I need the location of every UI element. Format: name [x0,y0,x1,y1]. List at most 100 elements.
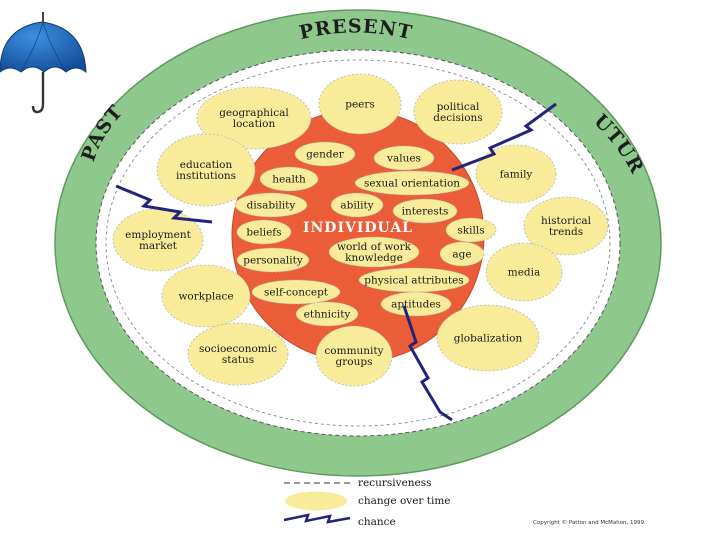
legend: recursiveness change over time chance [283,477,451,528]
values-factor: values [373,145,435,171]
sexual-orientation-label: sexual orientation [364,178,460,190]
media-oval [485,242,563,302]
education-institutions-label: institutions [176,170,236,182]
gender-factor: gender [294,141,356,167]
self-concept-factor: self-concept [251,279,341,305]
historical-trends-oval [523,196,609,256]
media-factor: media [485,242,563,302]
disability-oval [234,192,308,218]
globalization-factor: globalization [436,304,540,372]
socioeconomic-status-label: socioeconomic [199,343,277,355]
health-factor: health [259,166,319,192]
family-oval [475,144,557,204]
age-label: age [452,249,471,261]
education-institutions-oval [156,133,256,207]
interests-oval [392,198,458,224]
ethnicity-factor: ethnicity [295,301,359,327]
interests-factor: interests [392,198,458,224]
legend-chance-swatch [283,513,351,524]
individual-title: INDIVIDUAL [303,220,413,236]
age-factor: age [439,241,485,267]
ability-label: ability [340,200,373,212]
interests-label: interests [402,206,449,218]
recursiveness-ring [105,59,611,427]
personality-oval [236,247,310,273]
values-label: values [386,153,421,165]
globalization-label: globalization [454,333,523,345]
education-institutions-label: education [180,159,233,171]
skills-label: skills [457,225,484,237]
world-of-work-knowledge-oval [328,236,420,268]
community-groups-label: groups [336,356,373,368]
socioeconomic-status-oval [187,322,289,386]
gender-oval [294,141,356,167]
world-of-work-knowledge-label: knowledge [345,252,403,264]
political-decisions-label: political [437,101,480,113]
political-decisions-oval [413,79,503,145]
personality-label: personality [243,255,303,267]
self-concept-label: self-concept [264,287,329,299]
physical-attributes-label: physical attributes [364,275,463,287]
geographical-location-oval [196,86,312,150]
physical-attributes-oval [358,267,470,293]
values-oval [373,145,435,171]
family-factor: family [475,144,557,204]
ethnicity-label: ethnicity [304,309,351,321]
legend-recursiveness-label: recursiveness [358,477,432,489]
skills-factor: skills [445,217,497,243]
skills-oval [445,217,497,243]
ability-factor: ability [330,192,384,218]
world-of-work-knowledge-label: world of work [337,241,412,253]
historical-trends-label: historical [541,215,592,227]
ethnicity-oval [295,301,359,327]
legend-change-label: change over time [358,495,451,507]
beliefs-factor: beliefs [236,219,292,245]
age-oval [439,241,485,267]
health-oval [259,166,319,192]
geographical-location-label: geographical [219,107,289,119]
aptitudes-label: aptitudes [391,299,441,311]
sexual-orientation-factor: sexual orientation [354,170,470,196]
employment-market-label: market [139,240,178,252]
community-groups-oval [315,325,393,387]
legend-change-swatch [285,491,347,511]
peers-oval [318,73,402,135]
family-label: family [500,169,533,181]
health-label: health [272,174,306,186]
workplace-label: workplace [178,291,233,303]
globalization-oval [436,304,540,372]
aptitudes-factor: aptitudes [380,291,452,317]
historical-trends-label: trends [549,226,583,238]
workplace-oval [161,264,251,328]
geographical-location-label: location [233,118,276,130]
beliefs-label: beliefs [246,227,281,239]
self-concept-oval [251,279,341,305]
lightning-bolt-icon [402,305,453,422]
employment-market-label: employment [125,229,191,241]
physical-attributes-factor: physical attributes [358,267,470,293]
gender-label: gender [306,149,345,161]
disability-label: disability [247,200,296,212]
legend-chance-label: chance [358,516,396,528]
copyright-text: Copyright © Patton and McMahon, 1999. [533,519,646,526]
lightning-bolt-icon [451,102,557,172]
community-groups-label: community [324,345,383,357]
personality-factor: personality [236,247,310,273]
political-decisions-label: decisions [433,112,482,124]
media-label: media [508,267,541,279]
umbrella-icon [0,12,87,114]
peers-label: peers [345,99,375,111]
socioeconomic-status-label: status [222,354,254,366]
lightning-bolt-icon [115,184,213,224]
beliefs-oval [236,219,292,245]
